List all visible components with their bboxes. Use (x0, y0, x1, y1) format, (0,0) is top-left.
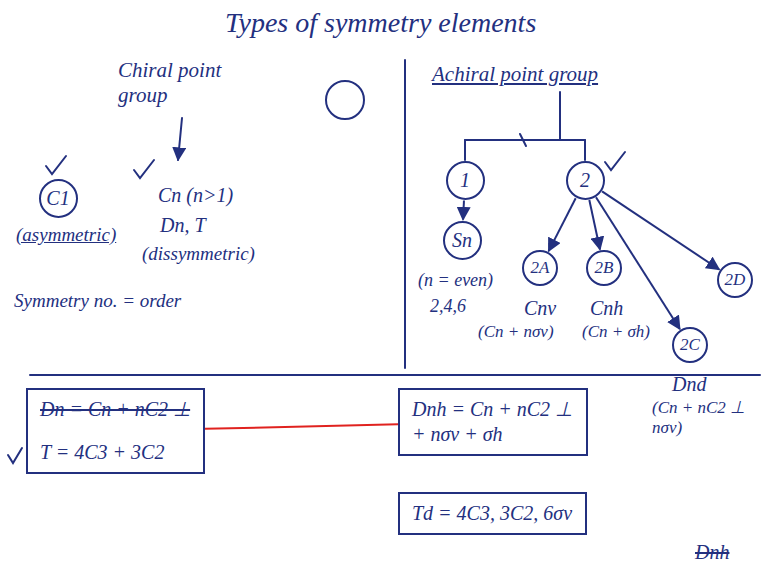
node-text: Dnh = Cn + nC2 ⊥ + nσv + σh (412, 397, 574, 447)
formula-box: Td = 4C3, 3C2, 6σv (398, 492, 587, 535)
note-text: Dnh (695, 540, 729, 564)
note-text: Cn (n>1) (158, 183, 233, 207)
note-text: Dn, T (160, 213, 206, 237)
node-text: 2 (580, 168, 590, 193)
circled-label: 2 (566, 161, 605, 200)
tree-line (559, 92, 561, 140)
circle-outline (587, 251, 621, 285)
tree-line (465, 139, 585, 141)
tick-mark (520, 134, 526, 146)
circled-label: 2D (717, 262, 753, 298)
node-text: 2B (595, 257, 614, 278)
connector-arrow (589, 200, 600, 249)
note-text: (n = even) (418, 270, 493, 292)
circled-label: 2A (522, 250, 558, 286)
formula-box: Dnh = Cn + nC2 ⊥ + nσv + σh (398, 388, 588, 456)
note-text: Cnh (590, 296, 623, 320)
check-mark (46, 156, 66, 174)
divider-line (30, 374, 760, 376)
check-mark (8, 448, 22, 463)
empty-circle (326, 81, 364, 119)
node-text: 2C (680, 334, 700, 355)
node-text: Td = 4C3, 3C2, 6σv (412, 501, 573, 526)
node-text: 2A (531, 257, 550, 278)
check-mark (605, 152, 625, 170)
circled-label: 2C (672, 327, 708, 363)
node-text: 1 (460, 168, 470, 193)
note-text: (Cn + nC2 ⊥ nσv) (652, 398, 756, 439)
arrow-line (178, 118, 182, 160)
circled-label: 2B (586, 250, 622, 286)
circled-label: C1 (39, 179, 78, 218)
note-text: (Cn + σh) (582, 322, 650, 342)
connector-arrow (462, 200, 465, 219)
divider-line (404, 60, 406, 368)
note-text: (asymmetric) (16, 224, 116, 247)
page-title: Types of symmetry elements (225, 6, 536, 40)
note-text: Chiral point group (118, 58, 258, 108)
circle-outline (673, 328, 707, 362)
circle-outline (718, 263, 752, 297)
circled-label: 1 (446, 161, 485, 200)
connector-arrow (602, 191, 719, 269)
note-text: Cnv (524, 296, 556, 320)
note-text: Dnd (672, 372, 706, 396)
circle-outline (444, 222, 481, 259)
node-text: 2D (725, 269, 746, 290)
note-text: (dissymmetric) (142, 243, 255, 266)
node-text: Sn (452, 228, 472, 253)
circle-outline (447, 162, 484, 199)
connector-line (205, 424, 398, 429)
formula-box: Dn = Cn + nC2 ⊥ T = 4C3 + 3C2 (26, 388, 205, 474)
circle-outline (523, 251, 557, 285)
tree-line (464, 140, 466, 160)
circled-label: Sn (443, 221, 482, 260)
circle-outline (567, 162, 604, 199)
node-text: T = 4C3 + 3C2 (40, 440, 191, 465)
note-text: Symmetry no. = order (14, 290, 181, 313)
note-text: (Cn + nσv) (478, 322, 554, 342)
node-text: Dn = Cn + nC2 ⊥ (40, 397, 191, 422)
note-text: 2,4,6 (430, 296, 466, 318)
circle-outline (40, 180, 77, 217)
node-text: C1 (46, 186, 69, 211)
note-text: Achiral point group (432, 62, 598, 87)
tree-line (584, 140, 586, 160)
check-mark (134, 160, 154, 178)
connector-arrow (549, 198, 576, 251)
